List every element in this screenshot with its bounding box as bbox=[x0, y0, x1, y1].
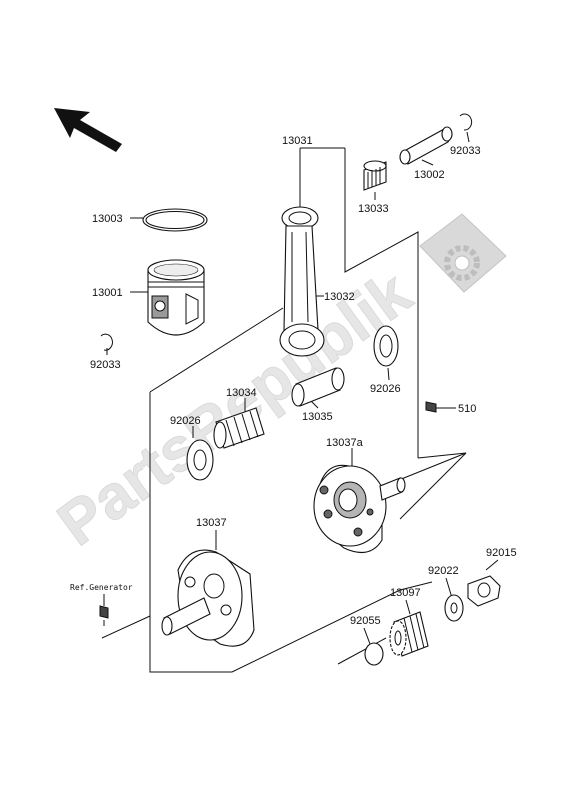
collar-washer-part bbox=[444, 594, 464, 622]
label-92015: 92015 bbox=[486, 547, 517, 559]
circlip-right-part bbox=[459, 113, 473, 131]
label-92022: 92022 bbox=[428, 565, 459, 577]
label-13037a: 13037a bbox=[326, 437, 364, 449]
label-92055: 92055 bbox=[350, 615, 381, 627]
label-92026-right: 92026 bbox=[370, 383, 401, 395]
o-ring-part bbox=[364, 642, 384, 666]
assembly-outline bbox=[149, 148, 467, 673]
thrust-washer-right-part bbox=[373, 325, 399, 367]
crankshaft-flywheel-right-part bbox=[313, 464, 406, 554]
label-13003: 13003 bbox=[92, 213, 123, 225]
label-13037: 13037 bbox=[196, 517, 227, 529]
piston-ring-part bbox=[142, 208, 208, 232]
label-13033: 13033 bbox=[358, 203, 389, 215]
needle-bearing-big-end-part bbox=[213, 407, 265, 449]
label-92033-left: 92033 bbox=[90, 359, 121, 371]
connecting-rod-part bbox=[279, 206, 325, 357]
label-92026-left: 92026 bbox=[170, 415, 201, 427]
label-13034: 13034 bbox=[226, 387, 257, 399]
needle-bearing-small-end-part bbox=[363, 160, 387, 191]
thrust-washer-left-part bbox=[186, 439, 214, 481]
label-92033-right: 92033 bbox=[450, 145, 481, 157]
label-13032: 13032 bbox=[324, 291, 355, 303]
label-13002: 13002 bbox=[414, 169, 445, 181]
label-13031: 13031 bbox=[282, 135, 313, 147]
front-direction-arrow-icon bbox=[54, 108, 122, 152]
woodruff-key-left-part bbox=[99, 605, 109, 619]
piston-part bbox=[147, 259, 205, 336]
primary-gear-part bbox=[389, 611, 429, 657]
label-ref-generator: Ref.Generator bbox=[70, 583, 133, 592]
leader-lines bbox=[101, 131, 499, 665]
label-13035: 13035 bbox=[302, 411, 333, 423]
woodruff-key-right-part bbox=[425, 401, 437, 413]
label-13097: 13097 bbox=[390, 587, 421, 599]
label-510: 510 bbox=[458, 403, 476, 415]
label-13001: 13001 bbox=[92, 287, 123, 299]
piston-pin-part bbox=[399, 126, 453, 165]
crankshaft-flywheel-left-part bbox=[161, 549, 255, 647]
crank-pin-part bbox=[291, 367, 345, 407]
nut-part bbox=[467, 575, 501, 607]
circlip-left-part bbox=[100, 333, 113, 351]
watermark-gear-icon bbox=[419, 213, 507, 293]
